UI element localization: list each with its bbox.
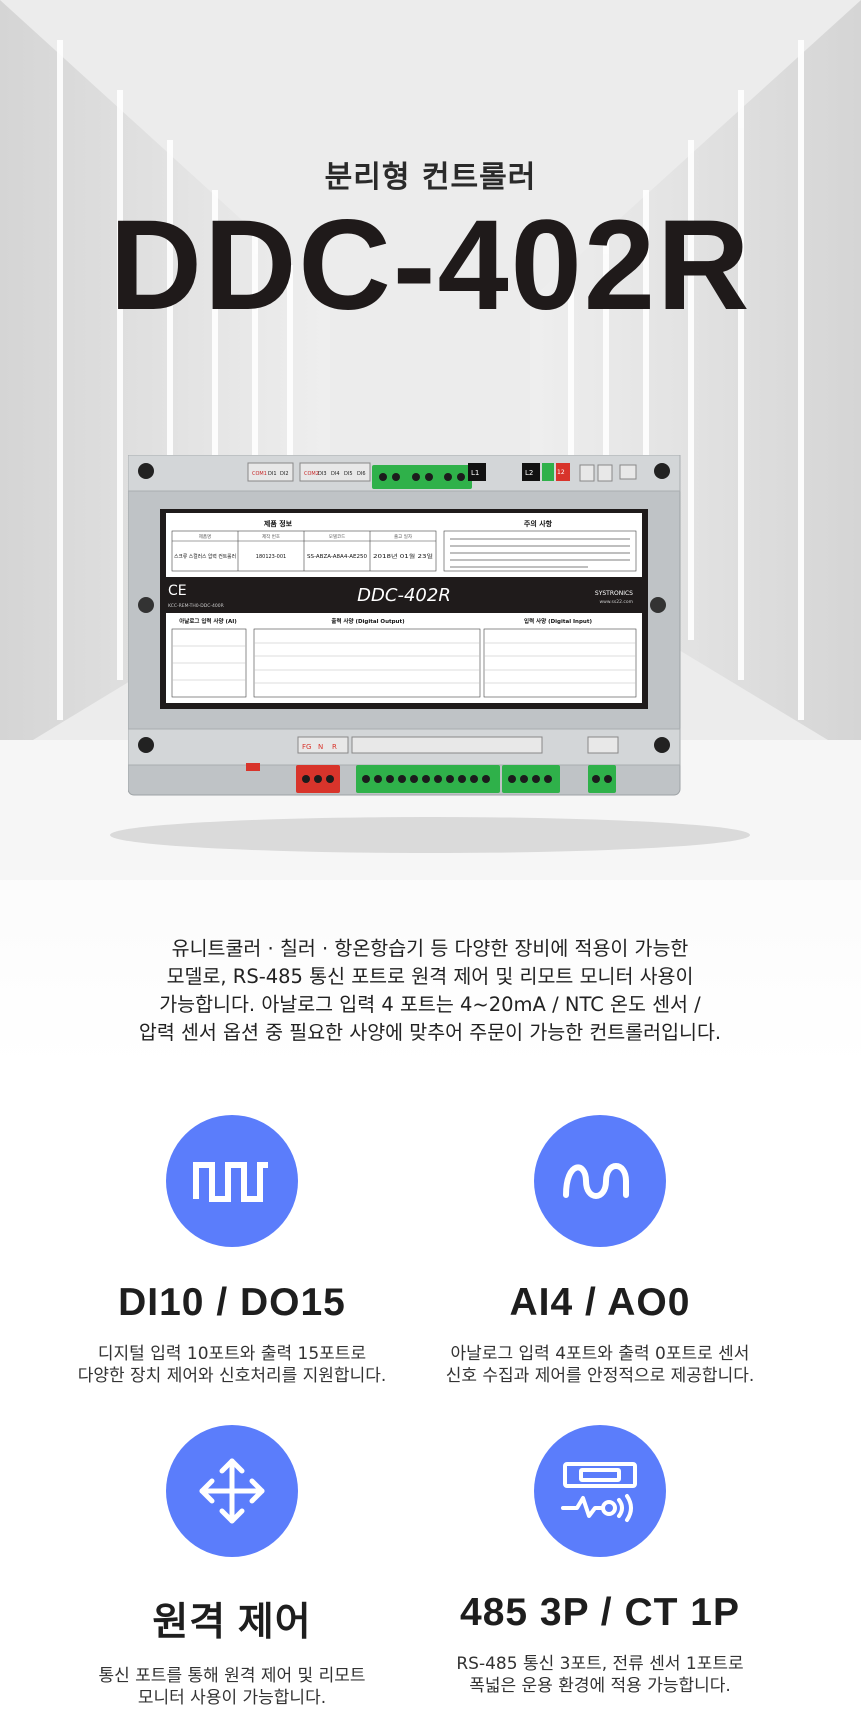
product-header-date: 출고 일자 (394, 533, 413, 540)
svg-text:DI1: DI1 (268, 471, 277, 477)
product-value-date: 2018년 01월 23일 (373, 553, 434, 560)
description-line: 유니트쿨러 · 칠러 · 항온항습기 등 다양한 장비에 적용이 가능한 (171, 937, 689, 960)
feature-title: 원격 제어 (152, 1601, 312, 1644)
svg-text:FG: FG (302, 743, 311, 751)
panel-model: DDC-402R (357, 585, 451, 606)
brand-name: SYSTRONICS (595, 590, 633, 597)
svg-text:COM2: COM2 (304, 471, 319, 477)
svg-text:L2: L2 (525, 469, 533, 477)
feature-title: DI10 / DO15 (118, 1281, 346, 1324)
product-value-code: SS-ABZA-A8A4-AE250 (307, 554, 367, 560)
product-value-name: 스크류 스컬러스 압력 컨트롤러 (174, 553, 236, 560)
product-header-name: 제품명 (199, 533, 211, 540)
feature-desc-line: 신호 수집과 제어를 안정적으로 제공합니다. (445, 1366, 755, 1386)
di-spec-title: 입력 사양 (Digital Input) (524, 617, 592, 625)
svg-text:DI2: DI2 (280, 471, 289, 477)
feature-desc-line: 다양한 장치 제어와 신호처리를 지원합니다. (77, 1366, 387, 1386)
svg-text:12: 12 (557, 469, 565, 476)
hero-section: 분리형 컨트롤러 DDC-402R COM1 COM2 (0, 0, 861, 1070)
product-model: DDC-402R (109, 194, 752, 337)
svg-text:N: N (318, 743, 323, 751)
analog-wave-icon (534, 1115, 666, 1247)
brand-url: www.ss22.com (599, 599, 633, 605)
feature-desc-line: 폭넓은 운용 환경에 적용 가능합니다. (469, 1676, 731, 1696)
do-spec-title: 출력 사양 (Digital Output) (331, 617, 405, 625)
svg-text:DI5: DI5 (344, 471, 353, 477)
product-subtitle: 분리형 컨트롤러 (324, 160, 537, 195)
feature-description: 아날로그 입력 4포트와 출력 0포트로 센서 신호 수집과 제어를 안정적으로… (410, 1343, 790, 1387)
move-arrows-icon (166, 1425, 298, 1557)
communication-port-icon (534, 1425, 666, 1557)
cert-code: KCC-REM-TH0-DDC-400R (168, 603, 224, 609)
description-line: 압력 센서 옵션 중 필요한 사양에 맞추어 주문이 가능한 컨트롤러입니다. (138, 1021, 722, 1044)
description-line: 가능합니다. 아날로그 입력 4 포트는 4~20mA / NTC 온도 센서 … (159, 993, 701, 1016)
svg-text:DI6: DI6 (357, 471, 366, 477)
product-header-code: 모델코드 (329, 533, 346, 540)
product-header-serial: 제작 번호 (262, 533, 280, 540)
svg-text:L1: L1 (471, 469, 479, 477)
feature-description: 통신 포트를 통해 원격 제어 및 리모트 모니터 사용이 가능합니다. (42, 1665, 422, 1709)
feature-digital-io: DI10 / DO15 디지털 입력 10포트와 출력 15포트로 다양한 장치… (42, 1115, 422, 1387)
svg-text:DI4: DI4 (331, 471, 340, 477)
svg-text:COM1: COM1 (252, 471, 267, 477)
feature-analog-io: AI4 / AO0 아날로그 입력 4포트와 출력 0포트로 센서 신호 수집과… (410, 1115, 790, 1387)
feature-desc-line: 디지털 입력 10포트와 출력 15포트로 (97, 1344, 367, 1364)
feature-desc-line: RS-485 통신 3포트, 전류 센서 1포트로 (456, 1654, 744, 1674)
panel-caution-title: 주의 사항 (524, 519, 553, 528)
feature-title: AI4 / AO0 (509, 1281, 691, 1324)
ce-kc-marks: CE (168, 583, 187, 599)
feature-title: 485 3P / CT 1P (460, 1591, 740, 1634)
description-line: 모델로, RS-485 통신 포트로 원격 제어 및 리모트 모니터 사용이 (166, 965, 694, 988)
ai-spec-title: 아날로그 입력 사양 (AI) (179, 617, 237, 625)
feature-desc-line: 통신 포트를 통해 원격 제어 및 리모트 (98, 1666, 366, 1686)
svg-text:R: R (332, 743, 337, 751)
svg-text:DI3: DI3 (318, 471, 327, 477)
product-description: 유니트쿨러 · 칠러 · 항온항습기 등 다양한 장비에 적용이 가능한 모델로… (80, 935, 780, 1047)
feature-description: 디지털 입력 10포트와 출력 15포트로 다양한 장치 제어와 신호처리를 지… (42, 1343, 422, 1387)
feature-desc-line: 모니터 사용이 가능합니다. (137, 1688, 327, 1708)
feature-remote-control: 원격 제어 통신 포트를 통해 원격 제어 및 리모트 모니터 사용이 가능합니… (42, 1425, 422, 1709)
feature-desc-line: 아날로그 입력 4포트와 출력 0포트로 센서 (450, 1344, 750, 1364)
product-value-serial: 180123-001 (256, 554, 286, 560)
panel-product-title: 제품 정보 (264, 519, 293, 528)
feature-communication: 485 3P / CT 1P RS-485 통신 3포트, 전류 센서 1포트로… (410, 1425, 790, 1697)
feature-description: RS-485 통신 3포트, 전류 센서 1포트로 폭넓은 운용 환경에 적용 … (410, 1653, 790, 1697)
digital-wave-icon (166, 1115, 298, 1247)
